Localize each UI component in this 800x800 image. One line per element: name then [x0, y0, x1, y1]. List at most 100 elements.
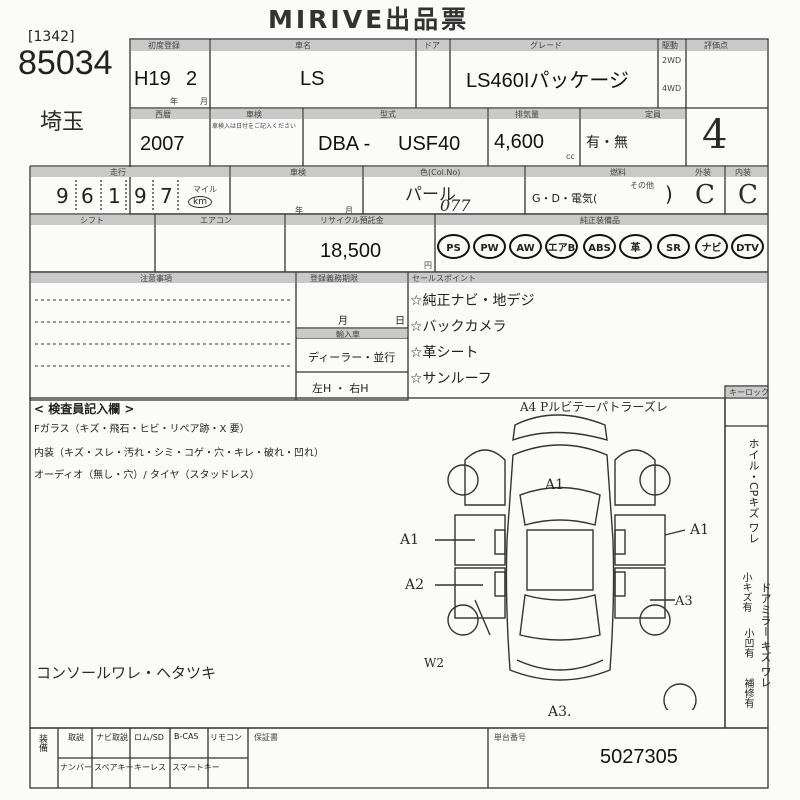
label-sales-points: セールスポイント	[412, 274, 476, 283]
damage-hood: A1	[545, 477, 565, 493]
label-haikiryou: 排気量	[515, 110, 539, 119]
mileage-digit-5: 7	[160, 184, 173, 208]
label-color: 色(Col.No)	[420, 168, 461, 177]
label-keylock: キーロック	[729, 388, 769, 397]
equip-leather: 革	[619, 234, 652, 259]
fuel-options: G・D・電気(	[532, 192, 598, 205]
dealer-import: ディーラー・並行	[308, 351, 396, 364]
label-shaken: 車検	[290, 168, 306, 177]
equip-sunroof: SR	[657, 234, 690, 259]
acc-rom-sd: ロム/SD	[134, 733, 164, 742]
interior-grade: C	[738, 180, 758, 210]
equip-navi: ナビ	[695, 234, 728, 259]
displacement: 4,600	[494, 131, 545, 153]
side-note-wheel-cap: ホイル・CPキズ ワレ	[747, 438, 760, 544]
grade: LS460Iパッケージ	[466, 70, 629, 92]
mileage-digit-1: 9	[56, 184, 69, 208]
exterior-grade: C	[695, 180, 715, 210]
storage-label: 装備	[37, 734, 47, 752]
label-recycle: リサイクル預託金	[320, 216, 384, 225]
label-fuel: 燃料	[610, 168, 626, 177]
side-note-repair: 補修有	[742, 678, 753, 708]
yen-unit: 円	[424, 261, 432, 270]
drive-2wd: 2WD	[662, 56, 682, 65]
reg-day-label: 日	[395, 316, 405, 327]
fuel-presence: 有・無	[586, 135, 628, 151]
sales-point-1: ☆純正ナビ・地デジ	[410, 293, 535, 309]
equip-abs: ABS	[583, 234, 616, 259]
doc-number: 5027305	[600, 746, 678, 768]
fuel-other-close: )	[665, 182, 673, 206]
acc-spare-key: スペアキー	[94, 763, 134, 772]
doc-no-label: 単台番号	[494, 733, 526, 742]
label-teiin: 定員	[645, 110, 661, 119]
side-note-small-scratch: 小キズ有	[740, 572, 751, 612]
car-damage-diagram	[435, 414, 697, 710]
label-notes: 注意事項	[140, 274, 172, 283]
label-shift: シフト	[80, 216, 104, 225]
damage-wheel: W2	[424, 656, 444, 670]
recycle-fee: 18,500	[320, 240, 382, 262]
mileage-digit-2: 6	[81, 184, 94, 208]
fuel-other: その他	[630, 181, 654, 190]
equip-aw: AW	[509, 234, 542, 259]
month-mark: 月	[200, 97, 208, 106]
inspector-handwritten: コンソールワレ・ヘタツキ	[36, 664, 217, 682]
cc-unit: cc	[566, 152, 575, 161]
prefecture: 埼玉	[40, 110, 85, 135]
score-value: 4	[702, 112, 728, 158]
mileage-digit-3: 1	[108, 184, 121, 208]
damage-left-rear: A2	[405, 577, 425, 593]
inspector-line-interior: 内装（キズ・スレ・汚れ・シミ・コゲ・穴・キレ・破れ・凹れ）	[34, 448, 324, 459]
side-note-small-dent: 小凹有	[742, 628, 753, 658]
label-katashiki: 型式	[380, 110, 396, 119]
reg-month-label: 月	[338, 316, 348, 327]
color-code: 077	[440, 196, 471, 215]
model-code: USF40	[398, 133, 461, 155]
side-note-door-mirror: ドアミラー キズ ワレ	[759, 582, 772, 688]
label-interior: 内装	[735, 168, 751, 177]
acc-number-plate: ナンバー	[60, 763, 92, 772]
mileage-digit-4: 9	[134, 184, 147, 208]
damage-top: A4 Pルビテーパトラーズレ	[520, 400, 668, 414]
label-import: 輸入車	[336, 330, 360, 339]
drive-4wd: 4WD	[662, 84, 682, 93]
inspector-line-audio: オーディオ（無し・穴）/ タイヤ（スタッドレス）	[34, 470, 260, 481]
year-ad: 2007	[140, 133, 185, 155]
inspector-heading: < 検査員記入欄 >	[34, 402, 135, 416]
label-seiji-note: 車検入は日付をご記入ください	[212, 123, 297, 130]
era-year: H19	[134, 68, 171, 90]
reg-month: 2	[186, 68, 198, 90]
damage-right: A1	[690, 522, 710, 538]
label-exterior: 外装	[695, 168, 711, 177]
inspector-line-glass: Fガラス（キズ・飛石・ヒビ・リペア跡・X 要）	[34, 424, 250, 435]
acc-remote: リモコン	[210, 733, 242, 742]
acc-smart-key: スマートキー	[172, 763, 220, 772]
damage-right-rear: A3	[675, 594, 693, 609]
acc-navi-manual: ナビ取説	[96, 733, 128, 742]
label-equipment: 純正装備品	[580, 216, 620, 225]
mile-unit: マイル	[193, 185, 217, 194]
label-mileage: 走行	[110, 168, 126, 177]
sales-point-3: ☆革シート	[410, 345, 479, 361]
label-shaken-top: 車検	[246, 110, 262, 119]
lot-small-number: [1342]	[28, 29, 75, 45]
sales-point-4: ☆サンルーフ	[410, 371, 492, 387]
sales-point-2: ☆バックカメラ	[410, 319, 507, 335]
label-car-name: 車名	[295, 41, 311, 50]
year-mark: 年	[170, 97, 178, 106]
km-unit: km	[188, 196, 212, 208]
label-seireki: 西暦	[155, 110, 171, 119]
model-prefix: DBA -	[318, 133, 371, 155]
label-aircon: エアコン	[200, 216, 232, 225]
label-drive: 駆動	[662, 41, 678, 50]
shaken-year: 年	[295, 206, 303, 215]
acc-bcas: B-CAS	[174, 732, 199, 741]
label-reg-deadline: 登録義務期限	[310, 274, 358, 283]
label-score: 評価点	[704, 41, 728, 50]
shaken-month: 月	[345, 206, 353, 215]
car-name: LS	[300, 68, 325, 90]
equip-airbag: エアB	[545, 234, 578, 259]
equip-ps: PS	[437, 234, 470, 259]
warranty-label: 保証書	[254, 733, 278, 742]
